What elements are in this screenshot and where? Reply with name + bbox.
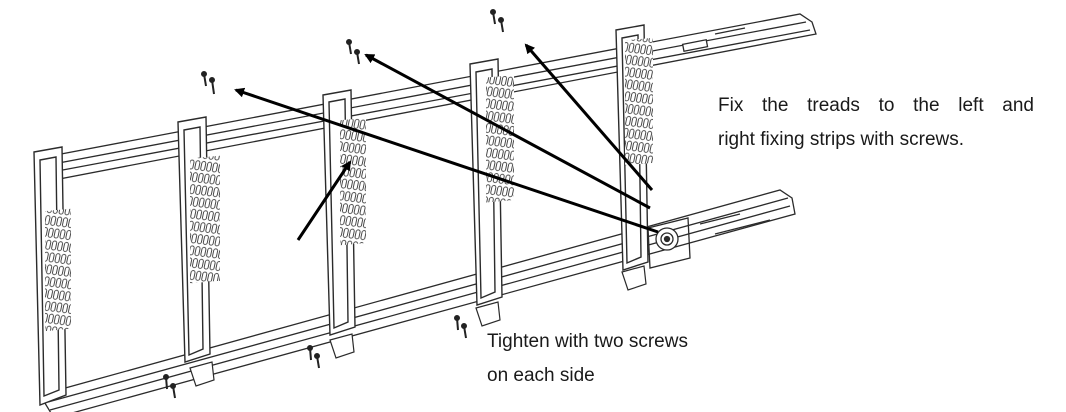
instruction-tighten-screws: Tighten with two screws on each side: [487, 325, 688, 393]
instruction-line: Fix the treads to the left and: [718, 95, 1034, 116]
rail-foot: [189, 265, 647, 387]
instruction-fix-treads: Fix the treads to the left and right fix…: [718, 89, 1034, 157]
instruction-line: Tighten with two screws: [487, 331, 688, 352]
instruction-line: on each side: [487, 365, 595, 386]
fixing-strip-bottom: [38, 189, 796, 412]
tread-panel: [33, 24, 653, 407]
arrow-icon: [234, 43, 659, 241]
screw-icon: [163, 9, 504, 399]
instruction-line: right fixing strips with screws.: [718, 129, 965, 150]
